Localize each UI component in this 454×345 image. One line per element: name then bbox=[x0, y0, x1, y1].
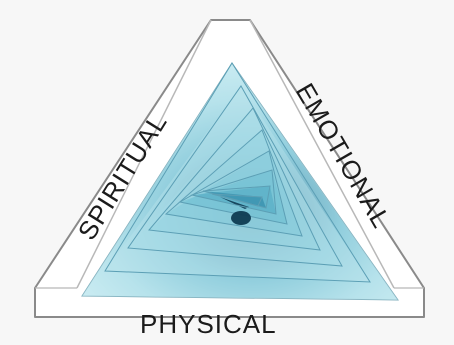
spiral-line bbox=[164, 129, 303, 237]
frame-divider-left bbox=[76, 19, 212, 289]
spiral-layers bbox=[82, 63, 398, 300]
spiral-line bbox=[104, 62, 371, 283]
spiral-lines bbox=[104, 62, 371, 283]
spiral-line bbox=[211, 193, 263, 207]
spiral-line bbox=[127, 85, 343, 267]
frame-divider-right bbox=[249, 19, 395, 289]
spiral-core bbox=[231, 211, 251, 225]
spiral-line bbox=[190, 169, 277, 215]
label-physical: PHYSICAL bbox=[140, 309, 277, 339]
spiral-line bbox=[148, 107, 321, 251]
spiral-line bbox=[178, 150, 288, 225]
